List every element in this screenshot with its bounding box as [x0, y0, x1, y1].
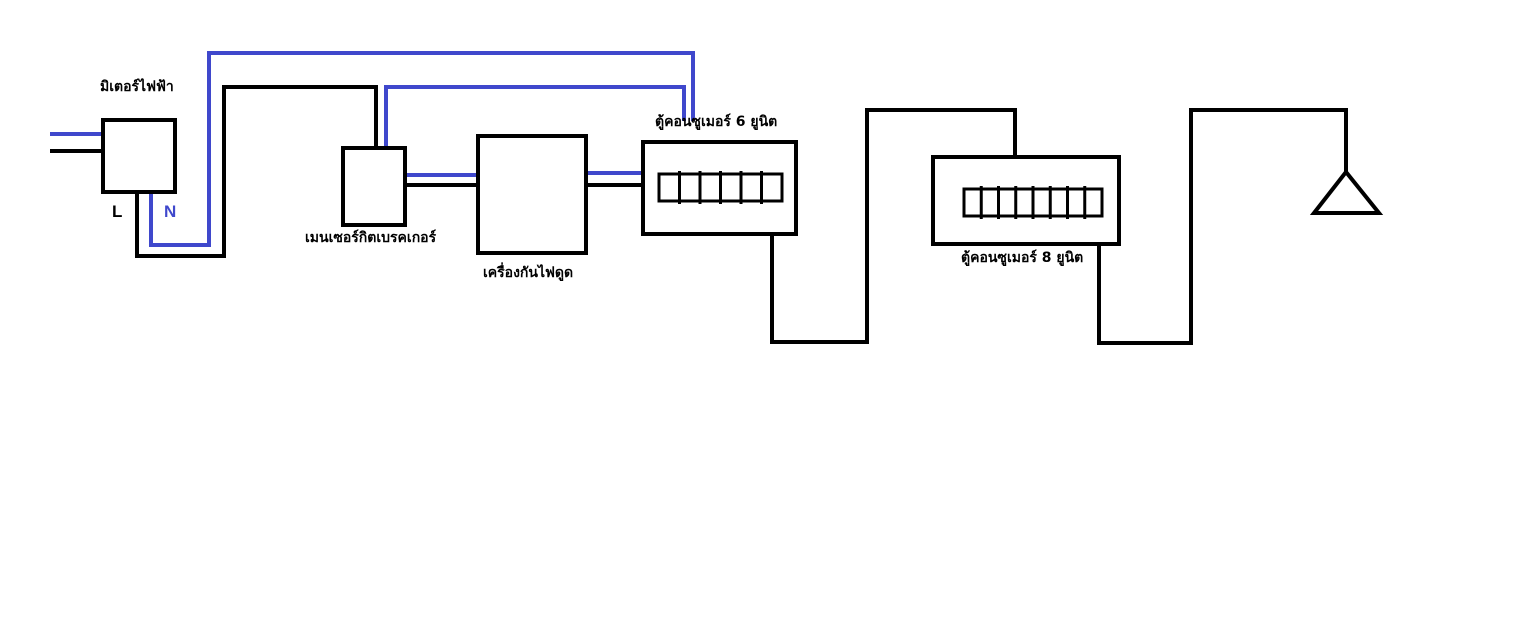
main-breaker-box — [341, 146, 407, 227]
consumer-unit-8-box — [931, 155, 1121, 246]
meter-to-cu6-neutral-wire — [149, 51, 695, 247]
ground-icon — [1309, 168, 1384, 215]
surge-protector-box — [476, 134, 588, 255]
consumer-unit-8-breaker-row — [962, 186, 1104, 219]
meter-label: มิเตอร์ไฟฟ้า — [100, 79, 174, 95]
live-wiring — [50, 85, 1348, 345]
cu6-to-cu8-live-wire — [770, 108, 1017, 344]
surge-protector-label: เครื่องกันไฟดูด — [483, 265, 574, 281]
live-terminal-label: L — [112, 202, 123, 221]
components — [101, 118, 1121, 255]
consumer-unit-6-breaker-row — [657, 171, 784, 204]
electric-meter-box — [101, 118, 177, 194]
neutral-terminal-label: N — [164, 202, 177, 221]
consumer-unit-8-label: ตู้คอนซูเมอร์ 8 ยูนิต — [961, 250, 1084, 266]
cu8-to-ground-wire — [1097, 108, 1348, 345]
consumer-unit-6-label: ตู้คอนซูเมอร์ 6 ยูนิต — [655, 114, 778, 130]
breaker-to-cu6-neutral-wire — [384, 85, 686, 150]
main-breaker-label: เมนเซอร์กิตเบรคเกอร์ — [305, 230, 437, 246]
neutral-wiring — [50, 51, 695, 247]
meter-to-breaker-live-wire — [135, 85, 378, 258]
